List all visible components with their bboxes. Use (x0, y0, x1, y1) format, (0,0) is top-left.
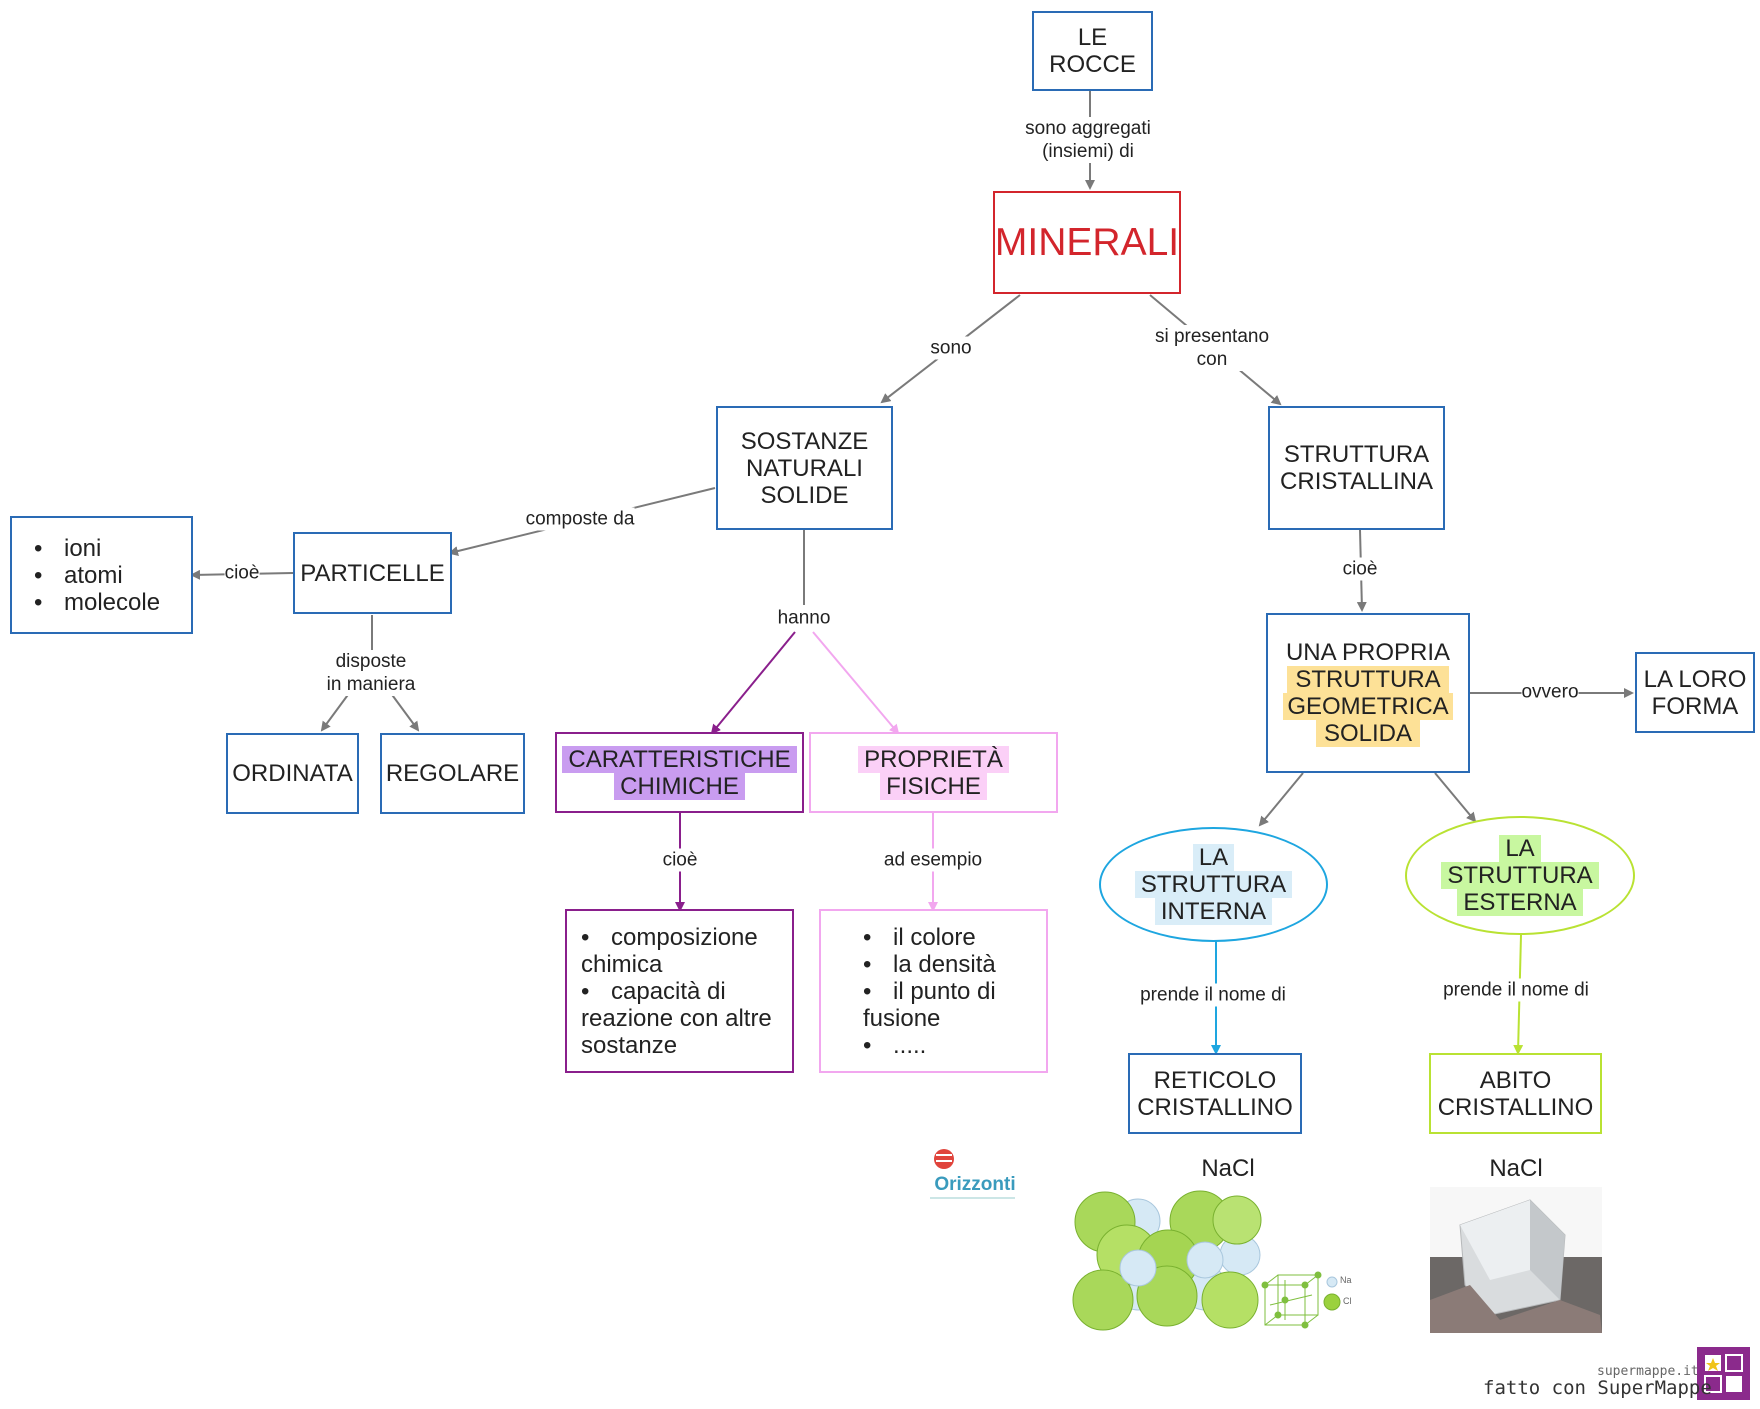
node-text: INTERNA (1154, 898, 1273, 925)
node-chimiche-list[interactable]: •composizione chimica •capacità di reazi… (565, 909, 794, 1073)
list-item-cont: fusione (863, 1004, 941, 1032)
node-text: LA LORO (1643, 665, 1747, 693)
list-item: •il colore (863, 923, 976, 951)
node-struttura-esterna[interactable]: LA STRUTTURA ESTERNA (1405, 816, 1635, 935)
node-text: FISICHE (880, 772, 987, 800)
link-label-cioe-chimiche: cioè (662, 848, 698, 872)
node-abito-cristallino[interactable]: ABITO CRISTALLINO (1429, 1053, 1602, 1134)
node-text: FORMA (1651, 692, 1739, 720)
orizzonti-logo: Orizzonti (930, 1149, 1016, 1199)
node-regolare[interactable]: REGOLARE (380, 733, 525, 814)
list-item: •capacità di (581, 977, 726, 1005)
list-item: •composizione (581, 923, 758, 951)
nacl-caption-left: NaCl (1201, 1155, 1255, 1182)
node-text: STRUTTURA (1287, 666, 1449, 693)
list-item: •il punto di (863, 977, 996, 1005)
node-text: ABITO (1479, 1066, 1552, 1094)
node-minerali[interactable]: MINERALI (993, 191, 1181, 294)
legend-cl-label: Cl (1343, 1296, 1352, 1306)
legend-na-label: Na (1340, 1275, 1352, 1285)
node-struttura-interna[interactable]: LA STRUTTURA INTERNA (1099, 827, 1328, 942)
link-label-ad-esempio: ad esempio (883, 848, 983, 872)
link-label-ovvero: ovvero (1521, 680, 1579, 704)
link-label-cioe-struttura: cioè (1342, 557, 1378, 581)
link-hanno-caratteristiche (710, 631, 796, 735)
list-item: •ioni (34, 534, 102, 562)
node-text: ROCCE (1049, 51, 1136, 78)
legend-na-dot (1326, 1276, 1338, 1288)
list-item-cont: reazione con altre (581, 1004, 772, 1032)
list-item: •la densità (863, 950, 996, 978)
list-item: •..... (863, 1031, 927, 1059)
link-label-composte-da: composte da (525, 507, 635, 531)
node-text: CARATTERISTICHE (562, 745, 797, 773)
link-disposte-regolare (389, 691, 420, 732)
node-text: CRISTALLINA (1280, 468, 1433, 495)
node-text: SOLIDA (1315, 720, 1421, 747)
node-text: STRUTTURA (1134, 871, 1293, 898)
node-text: LA (1499, 835, 1541, 862)
node-sostanze-naturali-solide[interactable]: SOSTANZE NATURALI SOLIDE (716, 406, 893, 530)
nacl-model-image (1072, 1190, 1262, 1331)
node-particelle[interactable]: PARTICELLE (293, 532, 452, 614)
svg-text:Orizzonti: Orizzonti (934, 1174, 1015, 1195)
node-la-loro-forma[interactable]: LA LORO FORMA (1635, 652, 1755, 733)
link-propria-interna (1258, 772, 1304, 827)
node-struttura-cristallina[interactable]: STRUTTURA CRISTALLINA (1268, 406, 1445, 530)
node-text: PARTICELLE (300, 559, 445, 587)
list-item-cont: sostanze (581, 1031, 678, 1059)
node-reticolo-cristallino[interactable]: RETICOLO CRISTALLINO (1128, 1053, 1302, 1134)
list-item-cont: chimica (581, 950, 663, 978)
node-text: SOLIDE (760, 481, 849, 509)
link-disposte-ordinata (320, 691, 351, 732)
link-label-prende-nome-interna: prende il nome di (1140, 983, 1286, 1007)
link-label-sono: sono (930, 336, 972, 360)
node-le-rocce[interactable]: LE ROCCE (1032, 11, 1153, 91)
footer-url[interactable]: supermappe.it (1597, 1364, 1699, 1379)
node-text: GEOMETRICA (1283, 693, 1453, 720)
halite-crystal-photo (1430, 1187, 1602, 1333)
link-label-hanno: hanno (777, 606, 831, 630)
supermappe-logo (1697, 1347, 1750, 1400)
node-ordinata[interactable]: ORDINATA (226, 733, 359, 814)
node-text: NATURALI (746, 454, 863, 482)
link-propria-esterna (1434, 772, 1477, 823)
node-text: ORDINATA (232, 760, 353, 787)
node-text: ESTERNA (1457, 889, 1583, 916)
lattice-diagram-image (1261, 1271, 1322, 1329)
node-text: CHIMICHE (614, 772, 745, 800)
nacl-caption-right: NaCl (1489, 1155, 1543, 1182)
node-una-propria-struttura[interactable]: UNA PROPRIA STRUTTURA GEOMETRICA SOLIDA (1266, 613, 1470, 773)
list-item: •atomi (34, 561, 123, 589)
node-title-text: MINERALI (994, 220, 1180, 264)
link-label-sono-aggregati: sono aggregati(insiemi) di (1025, 117, 1151, 163)
node-particelle-list[interactable]: •ioni •atomi •molecole (10, 516, 193, 634)
node-text: PROPRIETÀ (858, 745, 1009, 773)
node-text: STRUTTURA (1283, 441, 1430, 468)
link-label-prende-nome-esterna: prende il nome di (1443, 978, 1589, 1002)
node-text: CRISTALLINO (1437, 1093, 1594, 1121)
node-text: LE (1077, 24, 1108, 51)
footer-made-with: fatto con SuperMappe (1483, 1377, 1712, 1399)
node-text: UNA PROPRIA (1285, 639, 1451, 666)
node-text: LA (1192, 844, 1235, 871)
link-label-cioe-particelle: cioè (224, 561, 260, 585)
node-text: CRISTALLINO (1137, 1093, 1293, 1121)
legend-cl-dot (1323, 1293, 1341, 1311)
node-proprieta-fisiche[interactable]: PROPRIETÀ FISICHE (809, 732, 1058, 813)
node-fisiche-list[interactable]: •il colore •la densità •il punto di fusi… (819, 909, 1048, 1073)
link-hanno-proprieta (812, 631, 900, 735)
node-text: SOSTANZE (740, 427, 869, 455)
node-text: REGOLARE (385, 760, 520, 787)
list-item: •molecole (34, 588, 161, 616)
node-text: RETICOLO (1153, 1066, 1277, 1094)
node-caratteristiche-chimiche[interactable]: CARATTERISTICHE CHIMICHE (555, 732, 804, 813)
node-text: STRUTTURA (1441, 862, 1599, 889)
